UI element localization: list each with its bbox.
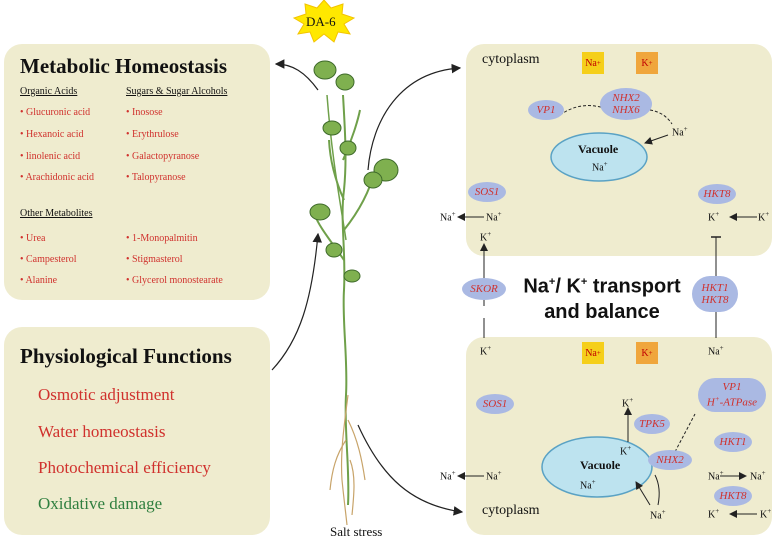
gene-hkt8-top: HKT8 [698, 184, 736, 204]
arrow-to-top-cell [367, 63, 462, 171]
ion-na: Na+ [440, 210, 456, 224]
other-metabolite-item: • Campesterol [20, 254, 77, 265]
physio-item: Oxidative damage [38, 494, 163, 513]
ion-k: K+ [622, 396, 634, 410]
k-box: K+ [636, 52, 658, 74]
ion-na: Na+ [708, 344, 724, 358]
bottom-vacuole-label: Vacuole [580, 458, 621, 472]
organic-acids-header: Organic Acids [20, 86, 78, 97]
arrow-to-bottom-cell [357, 424, 464, 516]
sugar-item: • Talopyranose [126, 172, 186, 183]
sugar-item: • Galactopyranose [126, 151, 200, 162]
gene-hkt1-bottom: HKT1 [714, 432, 752, 452]
sugar-item: • Inosose [126, 107, 163, 118]
other-metabolite-item: • Urea [20, 233, 46, 244]
na-box: Na+ [582, 342, 604, 364]
top-vacuole [550, 132, 648, 182]
physio-item: Photochemical efficiency [38, 458, 211, 477]
ion-na: Na+ [650, 508, 666, 522]
arrow-from-physiological [271, 232, 323, 371]
other-metabolite-item: • Alanine [20, 275, 58, 286]
organic-acid-item: • Arachidonic acid [20, 172, 95, 183]
gene-tpk5: TPK5 [634, 414, 670, 434]
ion-na: Na+ [440, 469, 456, 483]
ion-na: Na+ [672, 125, 688, 139]
transport-title: Na+/ K+ transport and balance [523, 275, 681, 323]
plant-leaves [309, 60, 399, 283]
other-metabolite-item: • 1-Monopalmitin [126, 233, 198, 244]
ion-k: K+ [480, 344, 492, 358]
sugars-header: Sugars & Sugar Alcohols [126, 86, 228, 97]
gene-nhx2-bottom: NHX2 [648, 450, 692, 470]
ion-na: Na+ [486, 210, 502, 224]
top-cytoplasm-label: cytoplasm [482, 52, 540, 67]
physiological-title: Physiological Functions [20, 344, 232, 368]
organic-acid-item: • Glucuronic acid [20, 107, 91, 118]
na-box: Na+ [582, 52, 604, 74]
ion-k: K+ [708, 210, 720, 224]
plant-roots [329, 394, 366, 526]
salt-stress-label: Salt stress [330, 524, 383, 539]
other-metabolite-item: • Glycerol monostearate [126, 275, 223, 286]
top-vacuole-ion: Na+ [592, 160, 608, 174]
bottom-cytoplasm-label: cytoplasm [482, 503, 540, 518]
ion-k: K+ [480, 230, 492, 244]
ion-k: K+ [708, 507, 720, 521]
other-metabolites-header: Other Metabolites [20, 208, 93, 219]
bottom-vacuole [541, 436, 653, 498]
gene-sos1-bottom: SOS1 [476, 394, 514, 414]
other-metabolite-item: • Stigmasterol [126, 254, 183, 265]
ion-na: Na+ [750, 469, 766, 483]
bottom-vacuole-ion: Na+ [580, 478, 596, 492]
da6-label: DA-6 [306, 14, 336, 29]
physio-item: Water homeostasis [38, 422, 166, 441]
plant-illustration [314, 94, 376, 506]
physio-item: Osmotic adjustment [38, 385, 175, 404]
k-box: K+ [636, 342, 658, 364]
gene-skor: SKOR [462, 278, 506, 300]
gene-hkt8-bottom: HKT8 [714, 486, 752, 506]
organic-acid-item: • linolenic acid [20, 151, 81, 162]
da6-star-icon [292, 0, 356, 43]
gene-sos1-top: SOS1 [468, 182, 506, 202]
gene-vp1-top: VP1 [528, 100, 564, 120]
ion-k: K+ [760, 507, 772, 521]
arrow-to-metabolic [274, 59, 319, 91]
gene-vp1-h-atpase: VP1 H+-ATPase [698, 378, 766, 412]
ion-na: Na+ [708, 469, 724, 483]
ion-k: K+ [758, 210, 770, 224]
ion-k: K+ [620, 444, 632, 458]
metabolic-title: Metabolic Homeostasis [20, 54, 228, 78]
metabolic-panel [4, 44, 270, 300]
sugar-item: • Erythrulose [126, 129, 179, 140]
physiological-panel [4, 327, 270, 535]
ion-na: Na+ [486, 469, 502, 483]
top-vacuole-label: Vacuole [578, 142, 619, 156]
organic-acid-item: • Hexanoic acid [20, 129, 84, 140]
